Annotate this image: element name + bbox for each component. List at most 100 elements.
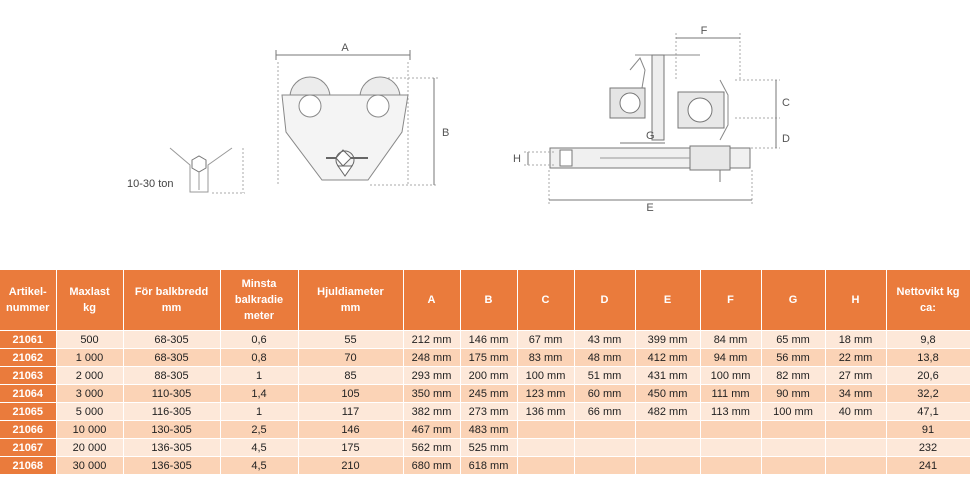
table-cell: 55 <box>298 330 404 349</box>
table-cell: 32,2 <box>886 384 970 403</box>
table-cell: 90 mm <box>761 384 826 403</box>
table-cell: 30 000 <box>56 456 124 474</box>
table-cell: 136 mm <box>517 402 575 421</box>
table-cell: 412 mm <box>635 348 701 367</box>
article-number-cell: 21064 <box>0 384 57 403</box>
table-cell: 27 mm <box>825 366 887 385</box>
table-cell: 47,1 <box>886 402 970 421</box>
column-header: G <box>761 270 826 331</box>
article-number-cell: 21061 <box>0 330 57 349</box>
article-number-cell: 21065 <box>0 402 57 421</box>
dim-label-g: G <box>646 130 655 142</box>
table-cell: 110-305 <box>123 384 221 403</box>
table-cell: 66 mm <box>574 402 636 421</box>
table-cell: 175 mm <box>460 348 518 367</box>
table-cell <box>574 438 636 457</box>
table-cell <box>761 438 826 457</box>
front-view <box>275 50 438 186</box>
column-header: Artikel-nummer <box>0 270 57 331</box>
table-cell: 105 <box>298 384 404 403</box>
table-cell: 85 <box>298 366 404 385</box>
table-cell: 22 mm <box>825 348 887 367</box>
table-cell: 241 <box>886 456 970 474</box>
table-cell <box>635 420 701 439</box>
table-cell: 680 mm <box>403 456 461 474</box>
column-header: H <box>825 270 887 331</box>
table-cell: 83 mm <box>517 348 575 367</box>
table-cell: 18 mm <box>825 330 887 349</box>
table-cell: 2 000 <box>56 366 124 385</box>
trolley-drawing: A B C D E F G H <box>169 25 790 214</box>
table-cell: 1 <box>220 402 299 421</box>
table-cell: 232 <box>886 438 970 457</box>
table-cell: 68-305 <box>123 330 221 349</box>
table-cell: 111 mm <box>700 384 762 403</box>
table-cell <box>761 456 826 474</box>
table-cell: 40 mm <box>825 402 887 421</box>
table-cell: 100 mm <box>700 366 762 385</box>
column-header: C <box>517 270 575 331</box>
detail-caption: 10-30 ton <box>127 178 174 190</box>
technical-drawings: A B C D E F G H 10-30 ton <box>127 25 790 214</box>
column-header: D <box>574 270 636 331</box>
table-cell <box>825 420 887 439</box>
table-cell: 212 mm <box>403 330 461 349</box>
table-cell: 123 mm <box>517 384 575 403</box>
table-cell: 248 mm <box>403 348 461 367</box>
table-cell: 5 000 <box>56 402 124 421</box>
table-cell: 10 000 <box>56 420 124 439</box>
table-cell: 4,5 <box>220 438 299 457</box>
table-cell: 482 mm <box>635 402 701 421</box>
dim-label-e: E <box>646 202 653 214</box>
table-cell <box>761 420 826 439</box>
detail-10-30-ton <box>169 147 245 194</box>
table-cell <box>574 456 636 474</box>
article-number-cell: 21066 <box>0 420 57 439</box>
table-cell: 562 mm <box>403 438 461 457</box>
table-cell: 48 mm <box>574 348 636 367</box>
table-cell: 200 mm <box>460 366 518 385</box>
table-cell <box>517 438 575 457</box>
table-cell: 82 mm <box>761 366 826 385</box>
article-number-cell: 21067 <box>0 438 57 457</box>
table-cell: 67 mm <box>517 330 575 349</box>
table-cell: 113 mm <box>700 402 762 421</box>
table-cell: 525 mm <box>460 438 518 457</box>
dim-label-b: B <box>442 127 449 139</box>
article-number-cell: 21062 <box>0 348 57 367</box>
table-cell: 91 <box>886 420 970 439</box>
table-cell: 0,6 <box>220 330 299 349</box>
table-cell: 1 <box>220 366 299 385</box>
dim-label-d: D <box>782 133 790 145</box>
table-cell: 13,8 <box>886 348 970 367</box>
table-cell: 94 mm <box>700 348 762 367</box>
table-cell: 84 mm <box>700 330 762 349</box>
table-cell: 431 mm <box>635 366 701 385</box>
table-cell: 618 mm <box>460 456 518 474</box>
table-cell: 399 mm <box>635 330 701 349</box>
table-cell: 2,5 <box>220 420 299 439</box>
table-cell <box>574 420 636 439</box>
table-cell <box>517 420 575 439</box>
table-cell: 68-305 <box>123 348 221 367</box>
table-cell <box>700 438 762 457</box>
dim-label-a: A <box>341 42 349 54</box>
table-cell: 1 000 <box>56 348 124 367</box>
table-cell: 146 <box>298 420 404 439</box>
table-cell: 136-305 <box>123 456 221 474</box>
table-cell: 382 mm <box>403 402 461 421</box>
table-cell: 117 <box>298 402 404 421</box>
table-cell <box>517 456 575 474</box>
dim-label-f: F <box>701 25 708 37</box>
table-cell: 51 mm <box>574 366 636 385</box>
column-header: A <box>403 270 461 331</box>
